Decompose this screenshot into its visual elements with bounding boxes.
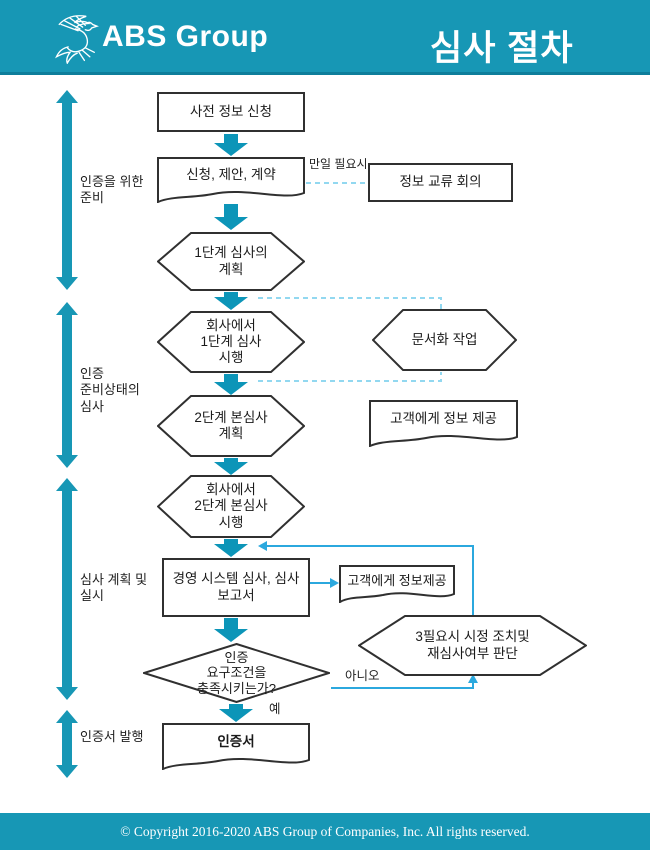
node-pre-info: 사전 정보 신청 bbox=[157, 92, 305, 132]
node-stage2-plan-label: 2단계 본심사 계획 bbox=[194, 409, 268, 441]
flow-arrow-down bbox=[214, 539, 248, 557]
phase-label-readiness-audit: 인증 준비상태의 심사 bbox=[80, 366, 140, 414]
copyright-text: © Copyright 2016-2020 ABS Group of Compa… bbox=[120, 824, 530, 839]
node-info-client-1-label: 고객에게 정보 제공 bbox=[390, 410, 497, 426]
abs-eagle-logo-icon bbox=[55, 15, 99, 64]
node-audit-report: 경영 시스템 심사, 심사 보고서 bbox=[162, 558, 310, 617]
brand-name: ABS Group bbox=[102, 20, 269, 53]
phase-label-cert-issue: 인증서 발행 bbox=[80, 729, 144, 744]
node-info-client-2: 고객에게 정보제공 bbox=[339, 565, 455, 603]
node-stage1-plan-label: 1단계 심사의 계획 bbox=[194, 245, 268, 277]
phase-span-arrow bbox=[56, 302, 78, 468]
edge-label-if-needed: 만일 필요시 bbox=[309, 157, 368, 171]
flow-arrow-down bbox=[214, 618, 248, 642]
flow-arrow-down bbox=[214, 292, 248, 310]
node-stage1-exec-label: 회사에서 1단계 심사 시행 bbox=[200, 317, 262, 366]
link-corrective-return-head bbox=[258, 541, 267, 551]
node-info-meeting-label: 정보 교류 회의 bbox=[399, 174, 482, 190]
node-decision: 인증 요구조건을 충족시키는가? bbox=[143, 643, 330, 703]
node-corrective: 3필요시 시정 조치및 재심사여부 판단 bbox=[358, 615, 587, 676]
node-stage2-exec: 회사에서 2단계 본심사 시행 bbox=[157, 475, 305, 538]
flow-arrow-down bbox=[214, 374, 248, 395]
node-documentation: 문서화 작업 bbox=[372, 309, 517, 371]
node-certificate: 인증서 bbox=[162, 723, 310, 770]
dashed-link-documentation-top bbox=[258, 297, 442, 309]
node-pre-info-label: 사전 정보 신청 bbox=[189, 103, 273, 119]
node-certificate-label: 인증서 bbox=[217, 733, 255, 749]
node-application: 신청, 제안, 계약 bbox=[157, 157, 305, 203]
phase-span-arrow bbox=[56, 90, 78, 290]
phase-span-arrow bbox=[56, 478, 78, 700]
phase-span-arrow bbox=[56, 710, 78, 778]
phase-label-preparation: 인증을 위한 준비 bbox=[80, 174, 144, 206]
brand: ABS Group bbox=[52, 10, 268, 64]
flow-arrow-down-yes bbox=[219, 704, 253, 722]
page-title: 심사 절차 bbox=[430, 29, 574, 68]
flow-arrow-down bbox=[214, 458, 248, 475]
footer-bar: © Copyright 2016-2020 ABS Group of Compa… bbox=[0, 813, 650, 850]
node-info-client-2-label: 고객에게 정보제공 bbox=[347, 573, 447, 589]
node-info-meeting: 정보 교류 회의 bbox=[368, 163, 513, 202]
node-application-label: 신청, 제안, 계약 bbox=[186, 167, 276, 183]
node-audit-report-label: 경영 시스템 심사, 심사 보고서 bbox=[172, 571, 300, 603]
edge-label-yes: 예 bbox=[269, 702, 281, 716]
node-info-client-1: 고객에게 정보 제공 bbox=[369, 400, 518, 447]
node-corrective-label: 3필요시 시정 조치및 재심사여부 판단 bbox=[415, 629, 530, 661]
flow-arrow-down bbox=[214, 134, 248, 156]
node-stage1-plan: 1단계 심사의 계획 bbox=[157, 232, 305, 291]
dashed-link-documentation-bottom bbox=[258, 372, 442, 382]
node-documentation-label: 문서화 작업 bbox=[411, 331, 478, 347]
flow-arrow-down bbox=[214, 204, 248, 230]
edge-label-no: 아니오 bbox=[345, 669, 380, 683]
link-report-to-client-head bbox=[330, 578, 339, 588]
node-stage2-plan: 2단계 본심사 계획 bbox=[157, 395, 305, 457]
header-bar: ABS Group 심사 절차 bbox=[0, 0, 650, 75]
phase-label-audit-plan-exec: 심사 계획 및 실시 bbox=[80, 572, 148, 604]
node-stage1-exec: 회사에서 1단계 심사 시행 bbox=[157, 311, 305, 373]
node-stage2-exec-label: 회사에서 2단계 본심사 시행 bbox=[194, 482, 268, 530]
node-decision-label: 인증 요구조건을 충족시키는가? bbox=[197, 649, 276, 696]
